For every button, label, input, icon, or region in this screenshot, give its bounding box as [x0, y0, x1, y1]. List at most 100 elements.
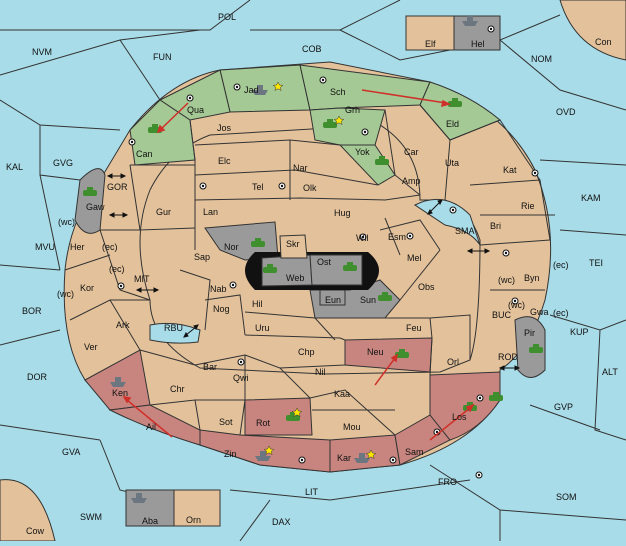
ship-icon[interactable] — [354, 453, 370, 463]
sea-label: TEI — [589, 258, 603, 268]
sea-label: KAL — [6, 162, 23, 172]
coast-label: (wc) — [498, 275, 515, 285]
tank-icon[interactable] — [323, 119, 337, 128]
sea-label: FUN — [153, 52, 172, 62]
sea-label: BUC — [492, 310, 512, 320]
sea-label: SMA — [455, 226, 475, 236]
land-label: Ail — [146, 422, 156, 432]
tank-icon[interactable] — [489, 392, 503, 401]
land-label: Hug — [334, 208, 351, 218]
land-label: Kar — [337, 453, 351, 463]
coast-label: (wc) — [57, 289, 74, 299]
land-label: Gur — [156, 207, 171, 217]
region-sch[interactable] — [299, 64, 431, 111]
ship-icon[interactable] — [252, 85, 268, 95]
land-label: Nil — [315, 367, 326, 377]
land-label: Nar — [293, 163, 308, 173]
ship-icon[interactable] — [255, 451, 271, 461]
star-icon — [291, 407, 303, 417]
sea-label: POL — [218, 12, 236, 22]
sea-label: ROD — [498, 352, 519, 362]
land-label: Rie — [521, 201, 535, 211]
tank-icon[interactable] — [251, 238, 265, 247]
sea-label: GOR — [107, 182, 128, 192]
land-label: Olk — [303, 183, 317, 193]
land-label: Her — [70, 242, 85, 252]
coast-label: (ec) — [102, 242, 118, 252]
region-jad[interactable] — [219, 64, 311, 113]
land-label: Jad — [244, 85, 259, 95]
sea-label: BOR — [22, 306, 42, 316]
sea-label: OVD — [556, 107, 576, 117]
region-gaw[interactable] — [74, 168, 106, 234]
land-label: Sam — [405, 447, 424, 457]
star-icon — [263, 445, 275, 455]
sea-label: MIT — [134, 274, 150, 284]
land-label: Ark — [116, 320, 130, 330]
inner-channel-rbu — [149, 322, 201, 344]
land-label: Eld — [446, 119, 459, 129]
land-label: Byn — [524, 273, 540, 283]
land-label: Kat — [503, 165, 517, 175]
land-label: Ver — [84, 342, 98, 352]
land-label: Hil — [252, 299, 263, 309]
region-con[interactable] — [559, 0, 626, 61]
land-label: Elc — [218, 156, 231, 166]
star-icon — [333, 115, 345, 125]
land-label: Aba — [142, 516, 158, 526]
victory-stars — [263, 81, 377, 459]
coast-label: (ec) — [109, 264, 125, 274]
region-elf[interactable] — [405, 15, 455, 51]
land-label: Gwa — [530, 307, 549, 317]
tank-icon[interactable] — [375, 156, 389, 165]
tank-icon[interactable] — [263, 264, 277, 273]
land-label: Nab — [210, 284, 227, 294]
sea-label: GVG — [53, 158, 73, 168]
tank-icon[interactable] — [448, 98, 462, 107]
land-label: Wil — [356, 233, 369, 243]
region-pir[interactable] — [514, 316, 546, 378]
ship-icon[interactable] — [110, 377, 126, 387]
land-label: Zin — [224, 449, 237, 459]
land-label: Yok — [355, 147, 370, 157]
tank-icon[interactable] — [343, 262, 357, 271]
region-rot[interactable] — [244, 397, 313, 436]
land-label: Bar — [203, 362, 217, 372]
ship-icon[interactable] — [131, 493, 147, 503]
land-label: Mou — [343, 422, 361, 432]
land-label: Sap — [194, 252, 210, 262]
region-orn[interactable] — [173, 489, 221, 527]
land-label: Orn — [186, 515, 201, 525]
sea-label: Cow — [26, 526, 45, 536]
land-label: Los — [452, 412, 467, 422]
tank-icon[interactable] — [83, 187, 97, 196]
tank-icon[interactable] — [395, 349, 409, 358]
tank-icon[interactable] — [529, 344, 543, 353]
star-icon — [365, 449, 377, 459]
land-label: Nor — [224, 242, 239, 252]
sea-label: DAX — [272, 517, 291, 527]
sea-label: NVM — [32, 47, 52, 57]
sea-label: NOM — [531, 54, 552, 64]
land-label: Skr — [286, 239, 300, 249]
land-borders — [64, 104, 555, 436]
land-label: Sch — [330, 87, 346, 97]
land-label: Neu — [367, 347, 384, 357]
star-icon — [272, 81, 284, 91]
land-label: Tel — [252, 182, 264, 192]
sea-label: KUP — [570, 327, 589, 337]
coast-label: (ec) — [553, 308, 569, 318]
tank-icon[interactable] — [378, 292, 392, 301]
tank-icon[interactable] — [286, 412, 300, 421]
sea-label: SWM — [80, 512, 102, 522]
land-label: Gaw — [86, 202, 105, 212]
land-label: Hel — [471, 39, 485, 49]
land-label: Obs — [418, 282, 435, 292]
region-skr[interactable] — [279, 234, 308, 259]
ship-icon[interactable] — [462, 16, 478, 26]
sea-label: LIT — [305, 487, 319, 497]
land-label: Uta — [445, 158, 459, 168]
land-label: Qua — [187, 105, 204, 115]
